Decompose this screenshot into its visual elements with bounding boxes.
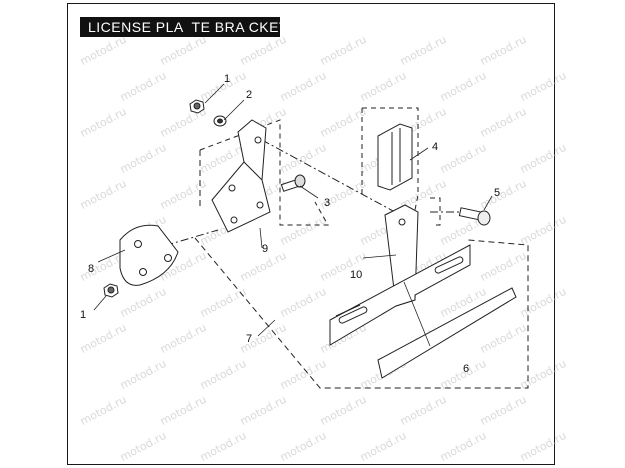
pad-strip-part-6	[377, 287, 517, 379]
washer-part-2	[213, 115, 227, 127]
centerline-bolt	[149, 139, 468, 251]
screw-part-3	[280, 174, 306, 192]
callout-8: 8	[88, 263, 94, 275]
bolt-part-5	[458, 207, 491, 226]
callout-4: 4	[432, 141, 438, 153]
light-clip-part-4	[377, 123, 413, 191]
callout-1-bottom: 1	[80, 309, 86, 321]
diagram-title: LICENSE PLA TE BRA CKET	[88, 19, 289, 35]
group-outline-5	[430, 197, 441, 226]
angle-bracket-part-9	[211, 119, 271, 233]
title-bar	[80, 17, 280, 37]
callout-6: 6	[463, 363, 469, 375]
group-outline-4	[361, 107, 419, 211]
callout-10: 10	[350, 269, 362, 281]
nut-part-1-top	[189, 99, 205, 114]
callout-9: 9	[262, 243, 268, 255]
spacer-plate-part-8	[119, 224, 179, 286]
nut-part-1-bottom	[103, 283, 119, 298]
callout-3: 3	[324, 197, 330, 209]
callout-2: 2	[246, 89, 252, 101]
group-outline-7	[194, 150, 529, 389]
callout-5: 5	[494, 187, 500, 199]
plate-bracket-part-10	[329, 204, 471, 346]
callout-7: 7	[246, 333, 252, 345]
callout-1-top: 1	[224, 73, 230, 85]
